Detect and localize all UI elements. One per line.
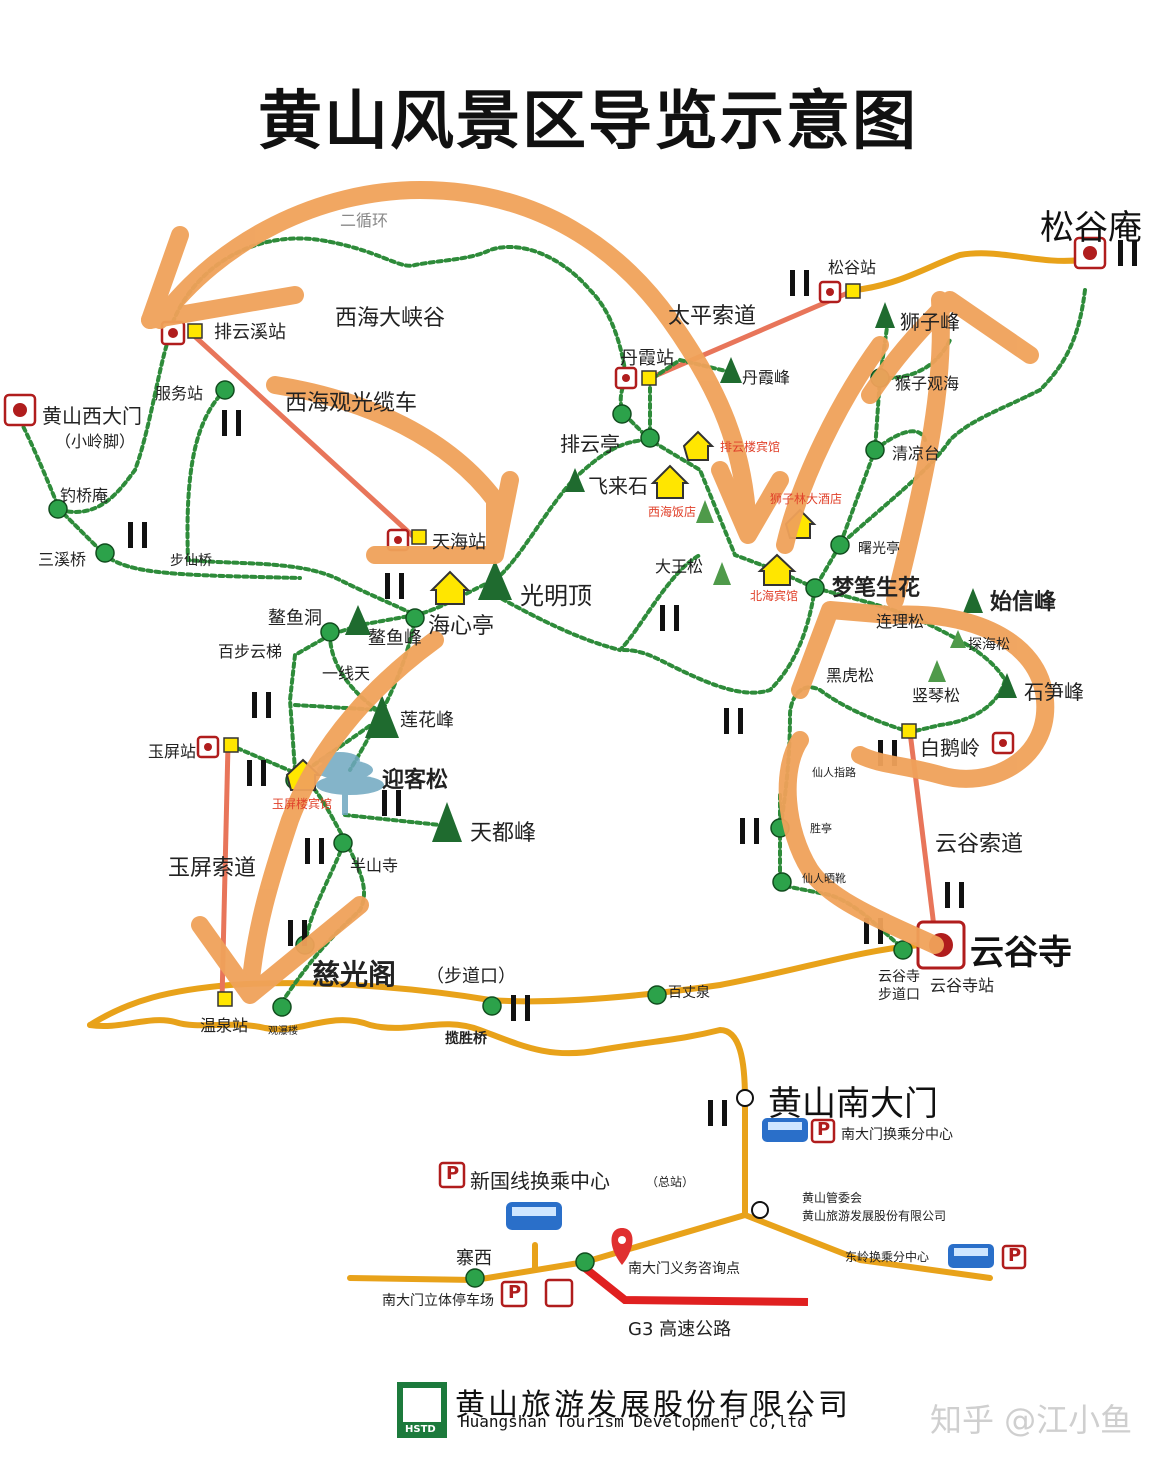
label-west-gate: 黄山西大门 (42, 404, 142, 428)
label-yungusi-station: 云谷寺站 (930, 976, 995, 995)
parking-icon: P (1008, 1245, 1022, 1266)
peak-markers (345, 302, 1017, 842)
label-baibuyunti: 百步云梯 (218, 642, 283, 661)
label-dongling: 东岭换乘分中心 (845, 1250, 930, 1264)
label-consult: 南大门义务咨询点 (628, 1261, 740, 1277)
label-houzi: 猴子观海 (895, 374, 960, 393)
label-yingkesong: 迎客松 (382, 768, 449, 793)
g3-highway (582, 1264, 809, 1306)
label-baizhangquan: 百丈泉 (668, 985, 710, 1001)
label-diaoqiaoan: 钓桥庵 (60, 486, 109, 505)
label-paiyunxi: 排云溪站 (214, 322, 286, 343)
label-paiyunting: 排云亭 (560, 432, 620, 456)
label-songguan: 松谷庵 (1040, 208, 1142, 248)
label-shixinfeng: 始信峰 (990, 590, 1057, 615)
label-paiyunlou: 排云楼宾馆 (720, 440, 781, 454)
label-south-transfer: 南大门换乘分中心 (841, 1127, 953, 1143)
label-guanpulou: 观瀑楼 (268, 1026, 298, 1037)
label-dawangsong: 大王松 (655, 557, 704, 576)
label-yuping-station: 玉屏站 (148, 742, 197, 761)
route-arrows (141, 181, 1055, 1004)
label-tanhaisong: 探海松 (968, 637, 1010, 653)
parking-markers (438, 1118, 1027, 1308)
label-danxiafeng: 丹霞峰 (742, 368, 791, 387)
label-songgu-station: 松谷站 (828, 258, 877, 277)
label-fuwuzhan: 服务站 (155, 384, 204, 403)
label-new-transfer: 新国线换乘中心 (470, 1169, 610, 1193)
label-shuqinsong: 竖琴松 (912, 686, 961, 705)
label-taiping-cableway: 太平索道 (668, 304, 757, 329)
label-xihai-hotel: 西海饭店 (648, 505, 697, 519)
label-aoyudong: 鳌鱼洞 (268, 608, 322, 629)
label-yuping-hotel: 玉屏楼宾馆 (272, 797, 333, 811)
label-beihai-hotel: 北海宾馆 (750, 589, 799, 603)
company-logo (397, 1382, 447, 1438)
label-new-transfer-sub: （总站） (646, 1175, 695, 1189)
label-shuguangting: 曙光亭 (858, 541, 900, 557)
label-company-line: 黄山旅游发展股份有限公司 (802, 1209, 947, 1223)
label-wenquan: 温泉站 (200, 1016, 249, 1035)
label-sanxiqiao: 三溪桥 (38, 550, 87, 569)
company-name-en: Huangshan Tourism Development Co,ltd (460, 1412, 807, 1431)
label-aoyufeng: 鳌鱼峰 (368, 628, 422, 649)
toilet-markers (128, 240, 1137, 1126)
parking-icon: P (817, 1119, 831, 1140)
label-tiandufeng: 天都峰 (470, 821, 537, 846)
label-banshansi: 半山寺 (350, 856, 399, 875)
label-haixinting: 海心亭 (428, 614, 495, 639)
cable-stations (187, 283, 917, 1007)
label-south-gate: 黄山南大门 (768, 1084, 938, 1124)
watermark: 知乎 @江小鱼 (930, 1401, 1133, 1439)
label-step-entrance: （步道口） (426, 966, 516, 987)
bus-markers (506, 1118, 994, 1268)
parking-icon: P (508, 1282, 522, 1303)
yingkesong-tree (316, 752, 384, 815)
company-name-cn: 黄山旅游发展股份有限公司 (455, 1388, 851, 1423)
parking-icon: P (446, 1163, 460, 1184)
label-shifeng: 狮子峰 (900, 310, 960, 334)
label-parking: 南大门立体停车场 (382, 1293, 494, 1309)
label-yungusi-entry2: 步道口 (878, 987, 920, 1003)
label-buxianqiao: 步仙桥 (170, 553, 212, 569)
label-shizilin: 狮子林大酒店 (770, 492, 843, 506)
label-xianrenzhilu: 仙人指路 (812, 766, 856, 779)
label-baieling: 白鹅岭 (920, 736, 980, 760)
tree-markers (696, 500, 966, 682)
label-feilaishi: 飞来石 (588, 474, 648, 498)
label-yixiantian: 一线天 (322, 664, 371, 683)
label-lanshengqiao: 揽胜桥 (445, 1031, 487, 1047)
label-tianhai: 天海站 (432, 532, 486, 553)
label-lianhuafeng: 莲花峰 (400, 710, 454, 731)
consult-pin (611, 1228, 633, 1265)
label-lianlisong: 连理松 (876, 612, 925, 631)
label-mengbishenghua: 梦笔生花 (832, 576, 921, 601)
logo-text: HSTD (405, 1424, 436, 1435)
label-xianrenshai: 仙人晒靴 (802, 872, 846, 885)
label-guanweihui: 黄山管委会 (802, 1191, 863, 1205)
label-danxia-station: 丹霞站 (620, 348, 674, 369)
label-shisunfeng: 石笋峰 (1024, 680, 1084, 704)
label-erxunhuan: 二循环 (340, 211, 389, 230)
map-title: 黄山风景区导览示意图 (258, 85, 918, 159)
label-heihusong: 黑虎松 (826, 666, 875, 685)
label-ciguangge: 慈光阁 (312, 958, 397, 991)
label-yuping-cableway: 玉屏索道 (168, 856, 257, 881)
label-yungusi: 云谷寺 (970, 933, 1072, 973)
label-xihai-cable: 西海观光缆车 (285, 391, 418, 416)
label-yungusi-entry1: 云谷寺 (878, 969, 920, 985)
label-xihai-canyon: 西海大峡谷 (335, 306, 446, 331)
label-xianrenting: 胜亭 (810, 822, 832, 835)
label-west-gate-sub: （小岭脚） (55, 432, 136, 451)
label-guangmingding: 光明顶 (520, 582, 592, 610)
label-qingliangtai: 清凉台 (892, 444, 941, 463)
label-g3: G3 高速公路 (628, 1319, 732, 1340)
label-yungu-cableway: 云谷索道 (935, 832, 1024, 857)
label-zhaixi: 寨西 (456, 1248, 492, 1269)
